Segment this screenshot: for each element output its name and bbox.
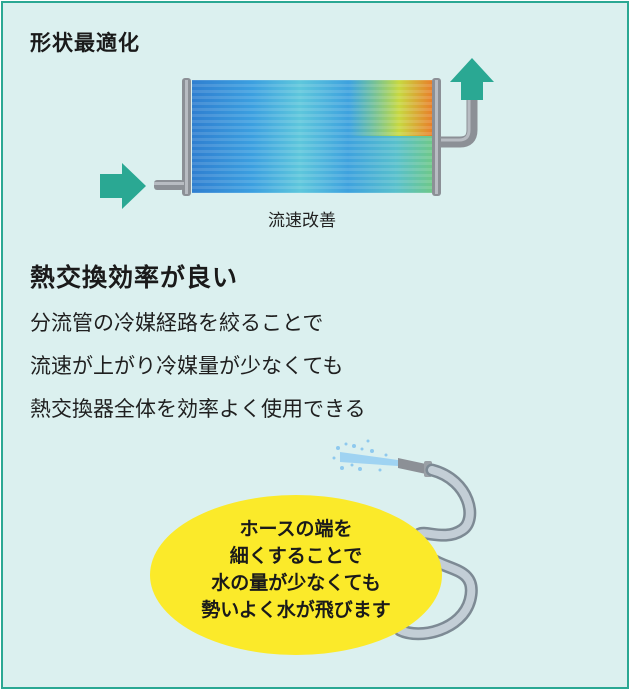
figure-caption: 流速改善 xyxy=(268,211,336,231)
bubble-line: 勢いよく水が飛びます xyxy=(201,599,391,621)
body-line: 分流管の冷媒経路を絞ることで xyxy=(30,311,324,335)
bubble-line: 水の量が少なくても xyxy=(211,572,381,594)
heat-exchanger-figure xyxy=(100,58,494,209)
body-text: 分流管の冷媒経路を絞ることで 流速が上がり冷媒量が少なくても 熱交換器全体を効率… xyxy=(30,302,366,431)
section-label: 形状最適化 xyxy=(30,31,140,55)
outlet-arrow-icon xyxy=(450,58,494,100)
hose-nozzle xyxy=(398,458,426,474)
bubble-text: ホースの端を 細くすることで 水の量が少なくても 勢いよく水が飛びます xyxy=(150,516,442,624)
inlet-arrow-icon xyxy=(100,163,146,209)
bubble-line: ホースの端を xyxy=(239,518,353,540)
body-line: 流速が上がり冷媒量が少なくても xyxy=(30,354,344,378)
outlet-pipe xyxy=(441,98,478,148)
bubble-line: 細くすることで xyxy=(229,545,363,567)
headline: 熱交換効率が良い xyxy=(30,263,239,292)
body-line: 熱交換器全体を効率よく使用できる xyxy=(30,397,366,421)
water-spray-icon xyxy=(332,439,398,472)
speech-bubble xyxy=(150,495,442,655)
